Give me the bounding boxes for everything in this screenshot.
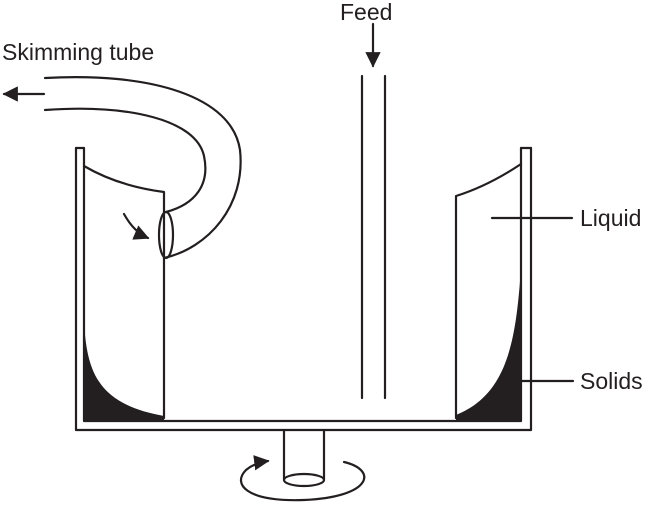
skimming-tube-outer <box>43 76 242 260</box>
rotation-arrow <box>240 455 366 502</box>
solids-deposit-left <box>84 322 164 421</box>
skimming-tube-label: Skimming tube <box>2 39 154 65</box>
feed-label: Feed <box>340 0 392 25</box>
skimming-tube-inner <box>43 107 207 214</box>
skimming-inflow-arrow <box>122 212 150 240</box>
shaft-end <box>282 472 326 488</box>
skimming-tube-mouth <box>157 210 175 260</box>
liquid-surface-left <box>82 164 166 420</box>
solids-label: Solids <box>580 368 643 394</box>
solids-deposit-right <box>456 268 521 421</box>
bowl-outer-wall <box>74 146 533 432</box>
liquid-surface-right <box>454 162 523 420</box>
liquid-label: Liquid <box>580 205 641 231</box>
